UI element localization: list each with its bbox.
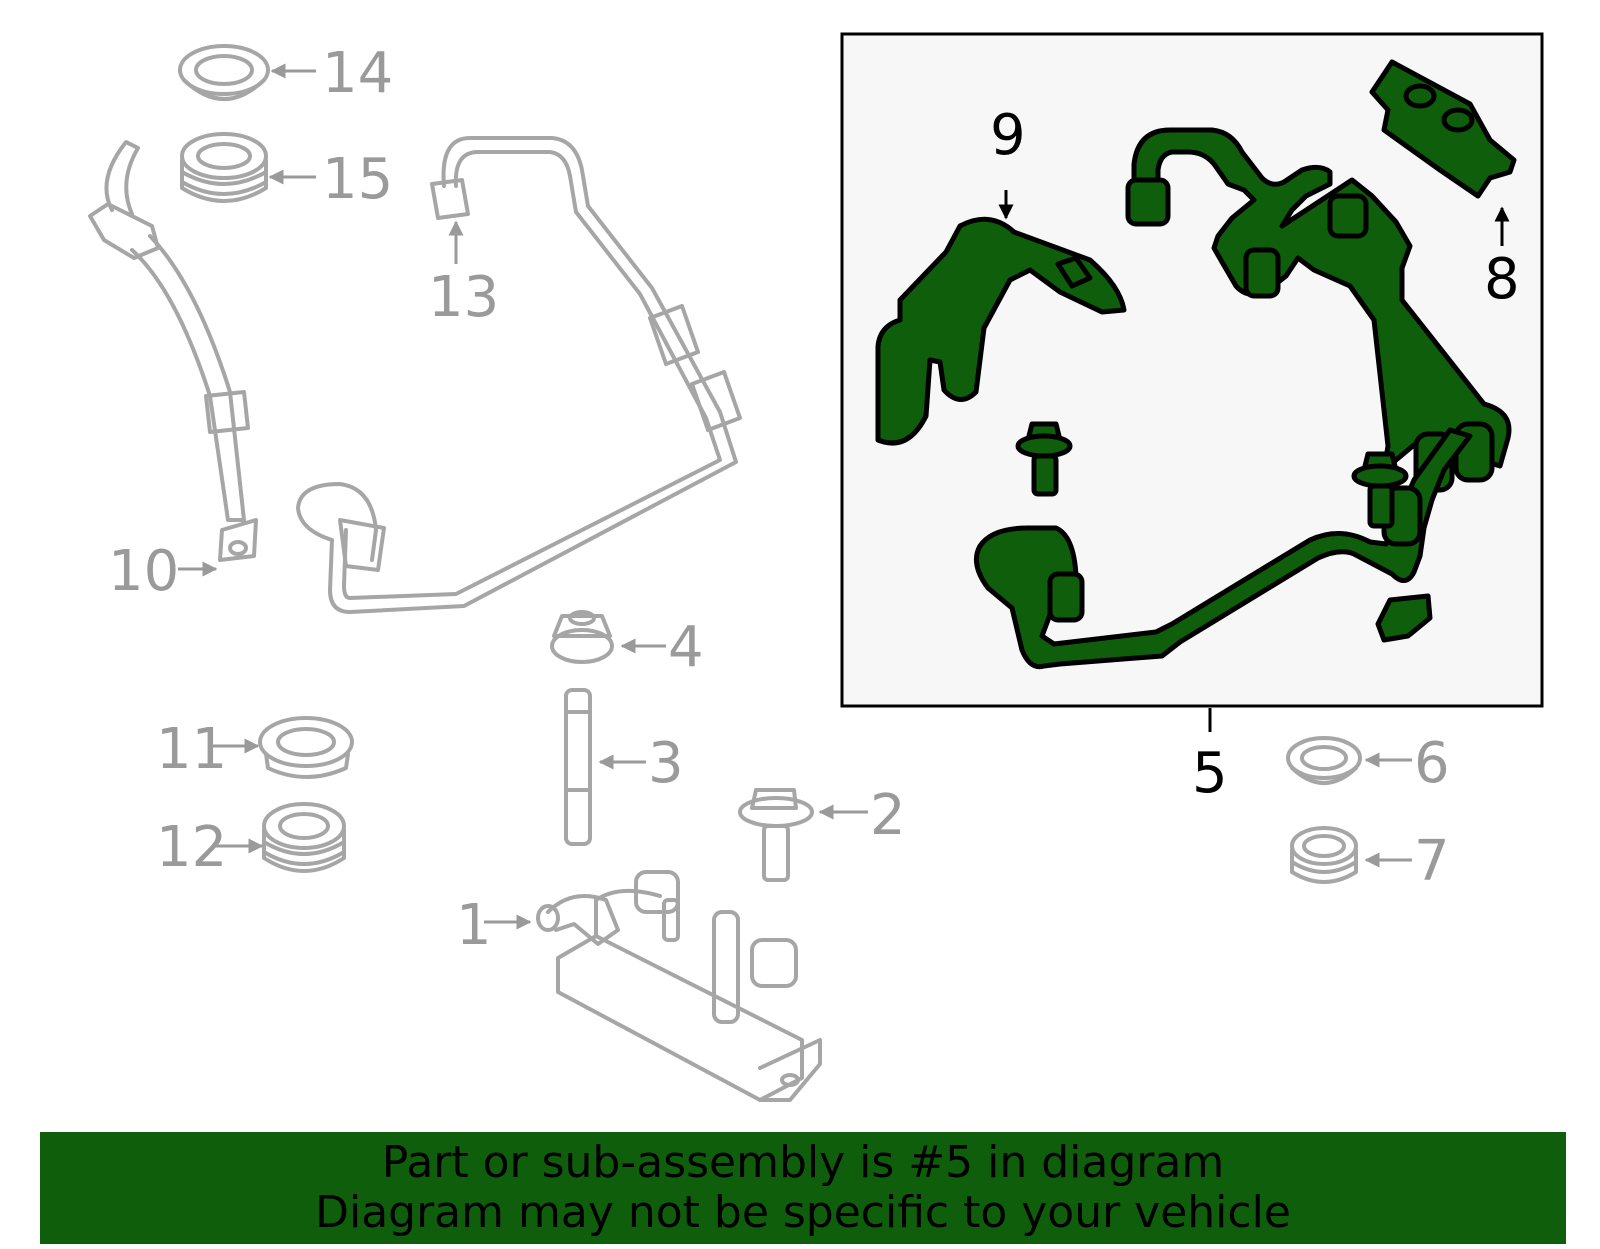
part-5-tube-upper bbox=[1131, 127, 1512, 473]
part-11-seal bbox=[258, 716, 354, 779]
part-5-fitting-b bbox=[1243, 247, 1281, 299]
callout-12: 12 bbox=[156, 815, 227, 880]
callout-1: 1 bbox=[456, 893, 492, 958]
part-8-hole-b bbox=[1441, 107, 1475, 133]
part-14-seal bbox=[178, 44, 270, 101]
callout-7: 7 bbox=[1414, 829, 1450, 894]
part-5-bracket-low bbox=[1375, 593, 1433, 643]
info-banner: Part or sub-assembly is #5 in diagram Di… bbox=[40, 1132, 1566, 1244]
callout-10: 10 bbox=[108, 539, 179, 604]
part-13-tube bbox=[296, 136, 742, 614]
part-15-seal bbox=[180, 132, 268, 203]
part-8-hole-a bbox=[1403, 83, 1437, 109]
part-5-bolt-right bbox=[1351, 451, 1409, 529]
part-5-fitting-f bbox=[1047, 571, 1085, 623]
callout-4: 4 bbox=[668, 615, 704, 680]
callout-13: 13 bbox=[428, 265, 499, 330]
callout-9: 9 bbox=[990, 103, 1026, 168]
part-6-seal bbox=[1286, 736, 1362, 785]
part-3-stud bbox=[564, 688, 592, 846]
part-5-fitting-c bbox=[1327, 193, 1369, 239]
part-5-fitting-a bbox=[1125, 177, 1171, 227]
callout-8: 8 bbox=[1484, 247, 1520, 312]
part-5-bolt-left bbox=[1015, 421, 1073, 497]
callout-6: 6 bbox=[1414, 731, 1450, 796]
part-12-seal bbox=[262, 802, 346, 873]
callout-5: 5 bbox=[1192, 741, 1228, 806]
part-10-tube bbox=[88, 140, 258, 562]
callout-2: 2 bbox=[870, 783, 906, 848]
callout-11: 11 bbox=[156, 717, 227, 782]
part-2-bolt bbox=[738, 788, 814, 882]
callout-14: 14 bbox=[322, 41, 393, 106]
part-1-cooler bbox=[536, 870, 822, 1102]
callout-3: 3 bbox=[648, 731, 684, 796]
banner-line-2: Diagram may not be specific to your vehi… bbox=[315, 1187, 1291, 1238]
callout-15: 15 bbox=[322, 147, 393, 212]
part-9-tab bbox=[1055, 255, 1093, 289]
part-7-seal bbox=[1290, 826, 1358, 884]
part-4-nut bbox=[550, 610, 614, 664]
banner-line-1: Part or sub-assembly is #5 in diagram bbox=[381, 1137, 1225, 1188]
part-5-tube-lower bbox=[973, 427, 1473, 670]
